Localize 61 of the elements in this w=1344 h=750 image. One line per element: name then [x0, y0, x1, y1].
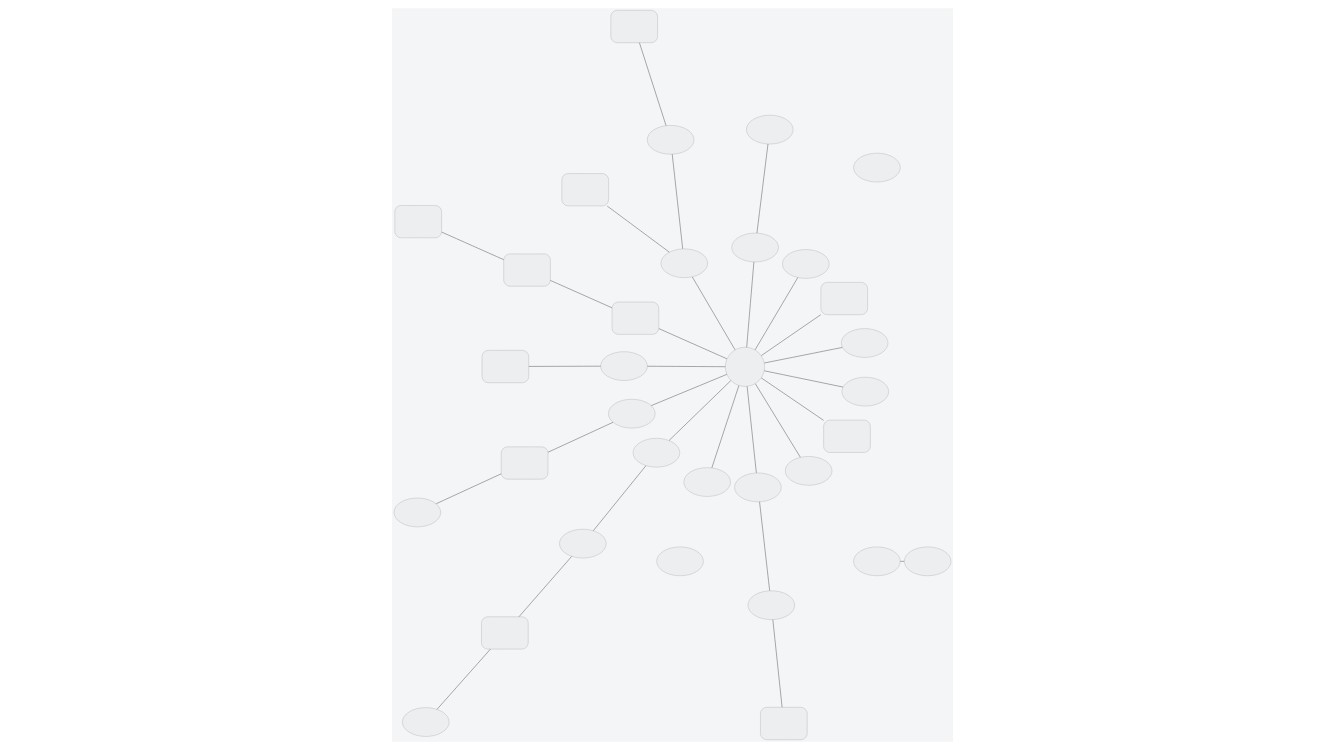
node-box [481, 350, 529, 383]
node-cloud [781, 249, 829, 279]
connector [756, 143, 768, 234]
node-cloud [784, 456, 832, 486]
node-cloud [607, 399, 655, 429]
connector [772, 619, 782, 708]
connector [760, 314, 821, 356]
connector [760, 377, 824, 421]
node-cloud [733, 472, 782, 503]
node-cloud [655, 546, 704, 576]
node-circle [724, 346, 765, 387]
node-cloud [841, 376, 889, 407]
connector [745, 261, 754, 348]
node-box [561, 173, 609, 207]
connector [754, 277, 798, 351]
node-box [480, 616, 528, 650]
node-box [610, 10, 658, 43]
connector [658, 328, 727, 360]
connector [436, 648, 491, 710]
node-cloud [683, 467, 731, 497]
node-cloud [393, 497, 441, 528]
connector [606, 205, 670, 253]
connector [691, 276, 735, 350]
connector [754, 383, 801, 458]
node-cloud [903, 546, 951, 576]
connector [668, 380, 731, 441]
connector [592, 465, 646, 531]
node-cloud [599, 351, 648, 381]
connector [549, 280, 612, 308]
node-box [394, 205, 442, 239]
node-box [759, 707, 807, 740]
node-cloud [840, 328, 888, 358]
node-box [500, 446, 548, 480]
node-box [502, 253, 551, 287]
node-cloud [401, 707, 449, 737]
node-cloud [747, 590, 795, 620]
connector [646, 366, 726, 367]
node-box [820, 282, 868, 315]
connector [671, 153, 683, 249]
node-cloud [852, 152, 901, 183]
node-box [822, 419, 871, 453]
node-cloud [632, 438, 680, 468]
connector [547, 422, 613, 453]
node-cloud [731, 232, 779, 263]
connector [650, 374, 727, 406]
connector [746, 386, 757, 474]
connector [440, 231, 504, 260]
node-cloud [660, 248, 708, 278]
connector [763, 370, 843, 388]
node-cloud [558, 528, 606, 559]
connector [711, 385, 739, 469]
connector [763, 347, 843, 364]
connector [638, 42, 666, 126]
node-cloud [852, 546, 901, 576]
node-cloud [745, 114, 793, 145]
connector [528, 365, 601, 367]
connector [758, 501, 770, 591]
node-box [611, 301, 659, 335]
connector [518, 556, 572, 617]
connector [435, 473, 501, 504]
node-cloud [646, 125, 694, 155]
